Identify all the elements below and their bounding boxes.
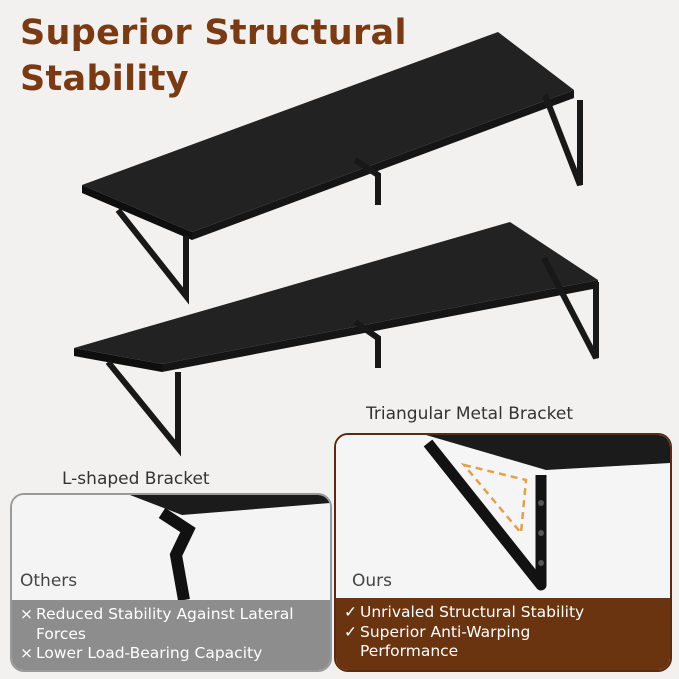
- triangular-bracket-closeup: [336, 435, 670, 598]
- list-item-text: Lower Load-Bearing Capacity: [36, 644, 263, 662]
- lower-shelf: [74, 222, 599, 457]
- list-item: ✓ Superior Anti-Warping Performance: [344, 623, 662, 662]
- list-item-text: Reduced Stability Against Lateral: [36, 605, 294, 623]
- list-item-text-cont: Performance: [360, 642, 459, 660]
- upper-shelf: [82, 32, 583, 305]
- ours-list: ✓ Unrivaled Structural Stability ✓ Super…: [336, 598, 670, 670]
- check-icon: ✓: [344, 622, 357, 641]
- lshaped-bracket-closeup: [12, 495, 330, 600]
- others-heading: Others: [20, 571, 78, 591]
- list-item: × Reduced Stability Against Lateral Forc…: [20, 605, 322, 644]
- x-icon: ×: [20, 605, 33, 623]
- list-item-text: Unrivaled Structural Stability: [360, 603, 585, 621]
- others-panel: Others × Reduced Stability Against Later…: [10, 493, 332, 672]
- list-item: ✓ Unrivaled Structural Stability: [344, 603, 662, 623]
- title-line-1: Superior Structural: [20, 13, 407, 53]
- list-item-text-cont: Forces: [36, 624, 87, 643]
- triangular-bracket-label: Triangular Metal Bracket: [366, 404, 574, 424]
- list-item-text: Superior Anti-Warping: [360, 622, 531, 641]
- ours-heading: Ours: [352, 571, 393, 591]
- ours-panel: Ours ✓ Unrivaled Structural Stability ✓ …: [334, 433, 672, 672]
- others-list: × Reduced Stability Against Lateral Forc…: [12, 600, 330, 670]
- lshaped-bracket-label: L-shaped Bracket: [62, 469, 210, 489]
- check-icon: ✓: [344, 603, 357, 621]
- list-item: × Lower Load-Bearing Capacity: [20, 644, 322, 664]
- x-icon: ×: [20, 644, 33, 662]
- title-line-2: Stability: [20, 59, 189, 99]
- page-title: Superior Structural Stability: [20, 10, 407, 102]
